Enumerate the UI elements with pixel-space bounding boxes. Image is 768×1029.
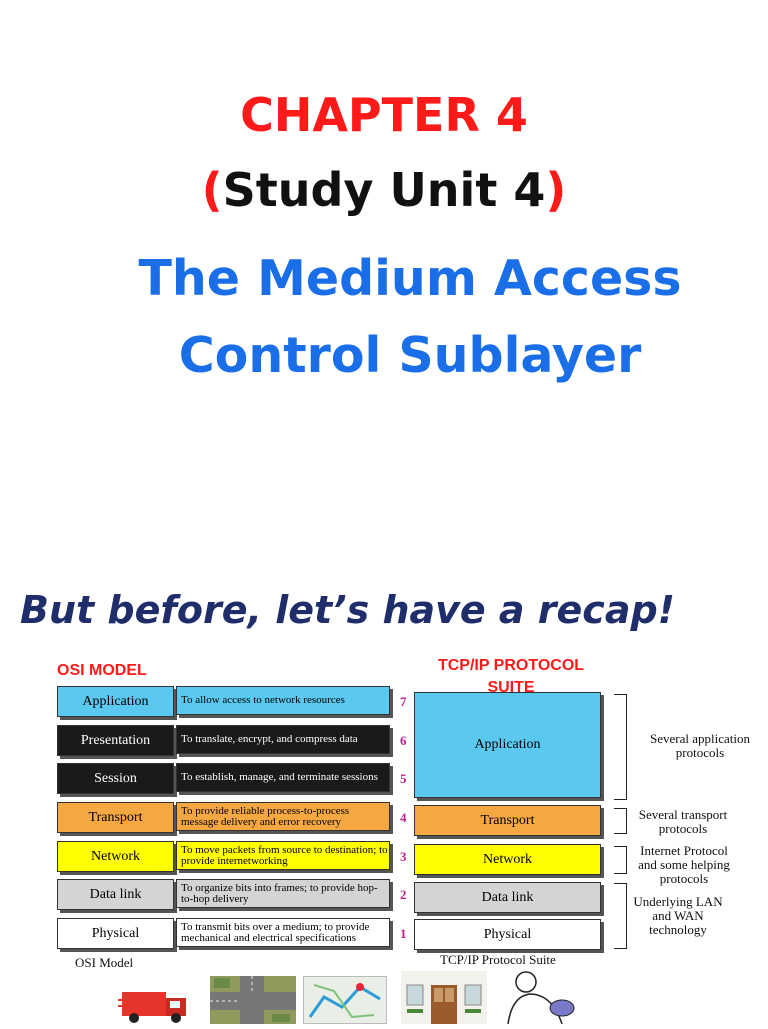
note-application: Several application protocols bbox=[650, 731, 750, 760]
osi-layer-network: Network bbox=[57, 841, 174, 872]
chapter-title: CHAPTER 4 bbox=[240, 88, 528, 142]
study-unit-title: (Study Unit 4) bbox=[0, 163, 768, 217]
close-paren: ) bbox=[545, 163, 567, 217]
tcp-layer-application: Application bbox=[414, 692, 601, 798]
brace-network bbox=[614, 846, 627, 874]
osi-number-3: 3 bbox=[400, 849, 407, 864]
brace-application bbox=[614, 694, 627, 800]
tcp-layer-transport: Transport bbox=[414, 805, 601, 836]
osi-layer-physical: Physical bbox=[57, 918, 174, 949]
osi-desc-session: To establish, manage, and terminate sess… bbox=[176, 763, 390, 792]
person-icon bbox=[500, 968, 576, 1025]
tcp-layer-network: Network bbox=[414, 844, 601, 875]
note-network: Internet Protocol and some helping proto… bbox=[638, 843, 730, 886]
note-transport: Several transport protocols bbox=[638, 807, 728, 836]
osi-desc-network: To move packets from source to destinati… bbox=[176, 841, 390, 870]
open-paren: ( bbox=[201, 163, 223, 217]
brace-transport bbox=[614, 808, 627, 834]
osi-number-7: 7 bbox=[400, 694, 407, 709]
recap-heading: But before, let’s have a recap! bbox=[20, 588, 675, 632]
osi-number-6: 6 bbox=[400, 733, 407, 748]
osi-desc-transport: To provide reliable process-to-process m… bbox=[176, 802, 390, 831]
tcp-layer-data-link: Data link bbox=[414, 882, 601, 913]
osi-model-label: OSI MODEL bbox=[57, 662, 147, 679]
osi-number-2: 2 bbox=[400, 887, 407, 902]
map-route-icon bbox=[303, 976, 387, 1024]
osi-number-4: 4 bbox=[400, 810, 407, 825]
osi-layer-data-link: Data link bbox=[57, 879, 174, 910]
note-underlying: Underlying LAN and WAN technology bbox=[633, 894, 723, 937]
tcp-suite-label: TCP/IP PROTOCOL SUITE bbox=[437, 657, 585, 696]
osi-layer-session: Session bbox=[57, 763, 174, 794]
building-door-icon bbox=[401, 971, 487, 1024]
tcp-layer-physical: Physical bbox=[414, 919, 601, 950]
osi-desc-application: To allow access to network resources bbox=[176, 686, 390, 715]
topic-title-line-1: The Medium Access bbox=[138, 250, 682, 307]
osi-number-1: 1 bbox=[400, 926, 407, 941]
osi-number-5: 5 bbox=[400, 771, 407, 786]
osi-layer-transport: Transport bbox=[57, 802, 174, 833]
topic-title: The Medium Access Control Sublayer bbox=[60, 240, 760, 394]
osi-layer-application: Application bbox=[57, 686, 174, 717]
road-intersection-icon bbox=[210, 976, 296, 1024]
topic-title-line-2: Control Sublayer bbox=[178, 327, 642, 384]
osi-desc-physical: To transmit bits over a medium; to provi… bbox=[176, 918, 390, 947]
caption-osi: OSI Model bbox=[75, 955, 134, 970]
osi-layer-presentation: Presentation bbox=[57, 725, 174, 756]
delivery-truck-icon bbox=[118, 976, 196, 1024]
brace-underlying bbox=[614, 883, 627, 949]
osi-desc-data-link: To organize bits into frames; to provide… bbox=[176, 879, 390, 908]
study-unit-text: Study Unit 4 bbox=[222, 163, 546, 217]
caption-tcp: TCP/IP Protocol Suite bbox=[440, 952, 556, 967]
osi-desc-presentation: To translate, encrypt, and compress data bbox=[176, 725, 390, 754]
